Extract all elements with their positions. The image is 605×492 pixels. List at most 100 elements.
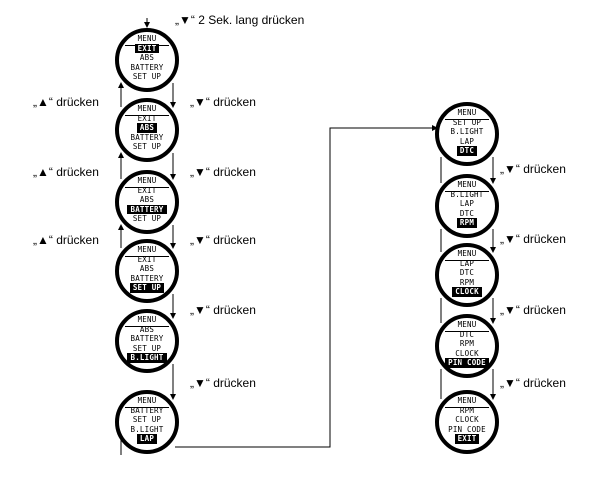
press-up-label-1: „▲“ drücken (33, 95, 99, 109)
menu-item-selected: ABS (92, 123, 202, 133)
menu-item-text: RPM (459, 405, 475, 415)
menu-title: MENU (92, 34, 202, 44)
menu-item: EXIT (92, 114, 202, 124)
menu-item-selected: PIN CODE (412, 358, 522, 368)
menu-title: MENU (412, 249, 522, 259)
menu-item-text: BATTERY (130, 273, 164, 283)
menu-title: MENU (92, 315, 202, 325)
menu-item: RPM (412, 339, 522, 349)
menu-item-selected: BATTERY (92, 204, 202, 215)
press-down-label-2: „▼“ drücken (190, 165, 256, 179)
menu-item: LAP (412, 259, 522, 269)
connector-to-right-column (175, 125, 438, 448)
menu-title-text: MENU (457, 249, 477, 258)
menu-item: RPM (412, 278, 522, 288)
menu-item-text: LAP (459, 258, 475, 268)
menu-item: ABS (92, 264, 202, 274)
press-down-label-5: „▼“ drücken (190, 376, 256, 390)
menu-item: BATTERY (92, 406, 202, 416)
menu-item-text: BATTERY (130, 334, 164, 344)
menu-item: CLOCK (412, 349, 522, 359)
menu-title-text: MENU (457, 108, 477, 117)
menu-item-text: CLOCK (455, 415, 479, 425)
menu-item: SET UP (92, 415, 202, 425)
menu-title: MENU (92, 396, 202, 406)
menu-item-selected: EXIT (412, 434, 522, 444)
menu-item-text: LAP (136, 434, 158, 444)
menu-item-text: EXIT (137, 113, 157, 123)
menu-item: BATTERY (92, 274, 202, 284)
menu-item-text: DTC (459, 268, 475, 278)
menu-title: MENU (412, 320, 522, 330)
menu-title: MENU (412, 108, 522, 118)
menu-item: B.LIGHT (412, 190, 522, 200)
menu-item: EXIT (92, 255, 202, 265)
menu-item-text: B.LIGHT (450, 189, 484, 199)
menu-item: ABS (92, 195, 202, 205)
menu-item-text: BATTERY (130, 132, 164, 142)
menu-item-text: SET UP (129, 283, 165, 293)
menu-item: BATTERY (92, 63, 202, 73)
menu-title: MENU (412, 396, 522, 406)
connectors (118, 18, 496, 455)
menu-item-text: EXIT (134, 43, 160, 54)
menu-title-text: MENU (137, 396, 157, 405)
hint-top-label: „▼“ 2 Sek. lang drücken (175, 13, 305, 27)
menu-item-text: ABS (139, 264, 155, 274)
menu-item-text: LAP (459, 199, 475, 209)
menu-title-text: MENU (457, 320, 477, 329)
menu-item-text: ABS (139, 324, 155, 334)
menu-item-text: EXIT (137, 185, 157, 195)
menu-item-text: SET UP (132, 142, 162, 152)
menu-item: RPM (412, 406, 522, 416)
menu-item: B.LIGHT (92, 425, 202, 435)
display-right-2 (435, 243, 499, 307)
menu-item-text: PIN CODE (445, 358, 489, 368)
menu-item-text: RPM (459, 277, 475, 287)
press-down-label-8: „▼“ drücken (500, 303, 566, 317)
menu-item: SET UP (92, 214, 202, 224)
menu-title-text: MENU (137, 176, 157, 185)
menu-item-selected: RPM (412, 218, 522, 228)
menu-item-text: BATTERY (130, 405, 164, 415)
menu-item-text: EXIT (454, 434, 480, 444)
menu-item: LAP (412, 199, 522, 209)
menu-item: EXIT (92, 186, 202, 196)
menu-title-text: MENU (137, 245, 157, 254)
menu-item-text: BATTERY (130, 62, 164, 72)
menu-item-text: PIN CODE (448, 424, 486, 434)
menu-item-selected: B.LIGHT (92, 353, 202, 363)
menu-item: PIN CODE (412, 425, 522, 435)
menu-item: BATTERY (92, 334, 202, 344)
menu-item-text: DTC (456, 146, 478, 156)
menu-item: DTC (412, 209, 522, 219)
menu-item-text: RPM (459, 339, 475, 349)
menu-title: MENU (92, 104, 202, 114)
menu-item-text: ABS (139, 53, 155, 63)
menu-item-text: ABS (136, 123, 158, 133)
menu-item: SET UP (92, 344, 202, 354)
display-screens (115, 28, 499, 454)
display-right-0 (435, 102, 499, 166)
menu-item-text: B.LIGHT (127, 353, 167, 363)
menu-item: SET UP (92, 72, 202, 82)
press-down-label-3: „▼“ drücken (190, 233, 256, 247)
menu-title-text: MENU (457, 396, 477, 405)
menu-item-text: BATTERY (127, 204, 167, 215)
menu-item-selected: SET UP (92, 283, 202, 293)
press-down-label-6: „▼“ drücken (500, 162, 566, 176)
menu-item: LAP (412, 137, 522, 147)
menu-item: BATTERY (92, 133, 202, 143)
menu-item: ABS (92, 53, 202, 63)
menu-item: DTC (412, 268, 522, 278)
menu-item-selected: DTC (412, 146, 522, 156)
press-down-label-9: „▼“ drücken (500, 376, 566, 390)
press-up-label-3: „▲“ drücken (33, 233, 99, 247)
